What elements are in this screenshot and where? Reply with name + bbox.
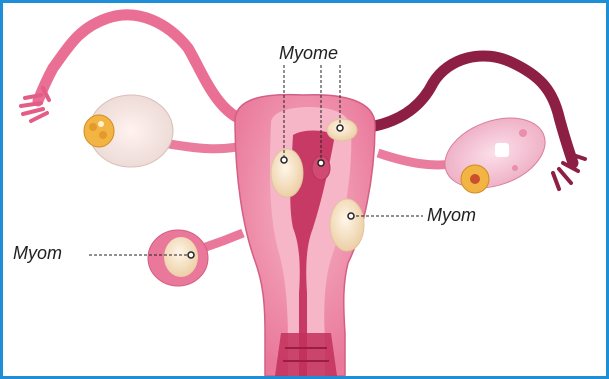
label-myom-right: Myom bbox=[427, 205, 476, 226]
label-myome-top: Myome bbox=[279, 43, 338, 64]
left-tube-fimbriae bbox=[21, 88, 49, 121]
label-myom-left: Myom bbox=[13, 243, 62, 264]
left-ovary-follicle bbox=[84, 115, 114, 147]
cervix bbox=[275, 333, 337, 376]
fibroid-left-wall bbox=[271, 149, 303, 197]
fibroid-right-wall bbox=[330, 199, 364, 251]
left-fibroid-stalk bbox=[203, 233, 243, 248]
